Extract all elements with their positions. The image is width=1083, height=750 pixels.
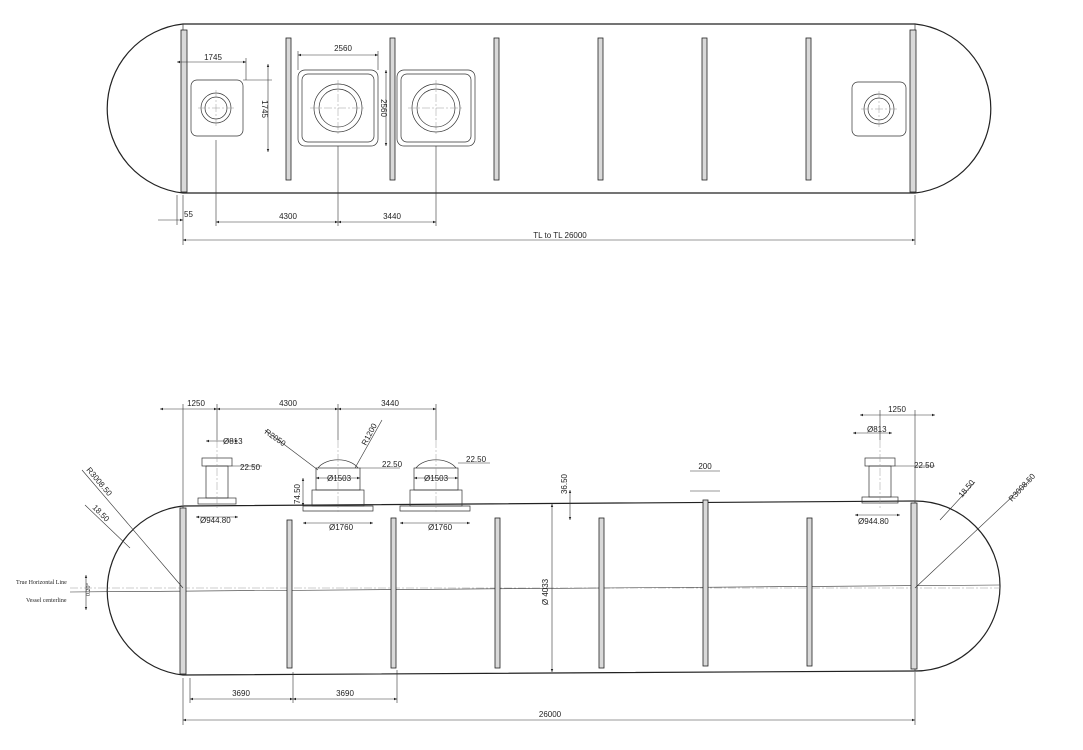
top-stiffener-ring <box>701 37 708 181</box>
top-manway-1 <box>297 69 379 147</box>
side-nozzle-right <box>861 440 899 508</box>
side-dim-nozzle-dia-right: Ø813 <box>867 425 887 434</box>
side-dim-tilt: 0.20° <box>85 583 92 597</box>
side-stiffener-ring <box>702 499 709 667</box>
true-horizontal-label: True Horizontal Line <box>16 580 67 586</box>
side-dim-thk-c: 22.50 <box>466 455 487 464</box>
side-dim-shell-dia: Ø 4033 <box>541 578 550 605</box>
side-dim-nozzle-dia-left: Ø813 <box>223 437 243 446</box>
top-dim-pad-width: 1745 <box>204 53 222 62</box>
side-dim-flange-dia-right: Ø944.80 <box>858 517 889 526</box>
top-dim-manway-height: 2560 <box>379 99 388 117</box>
top-nozzle-small-left <box>190 79 244 137</box>
top-vessel-outline <box>106 23 992 194</box>
top-dim-overall: TL to TL 26000 <box>533 231 587 240</box>
side-dim-head-radius-right: R3008.50 <box>1007 471 1038 503</box>
top-stiffener-ring <box>285 37 292 181</box>
side-dim-dome-dia-2: Ø1503 <box>424 474 449 483</box>
side-dim-overall: 26000 <box>539 710 562 719</box>
top-manway-2 <box>396 69 476 147</box>
vessel-centerline-label: Vessel centerline <box>26 598 67 604</box>
side-manway-2 <box>399 440 471 512</box>
side-dim-dome-dia-1: Ø1503 <box>327 474 352 483</box>
side-dim-height-74-50: 74.50 <box>293 483 302 504</box>
vessel-centerline <box>69 584 1001 593</box>
top-dim-manway-width: 2560 <box>334 44 352 53</box>
side-stiffener-ring <box>494 517 501 669</box>
top-dim-end-offset: 55 <box>184 210 193 219</box>
side-dim-stiff-200: 200 <box>698 462 712 471</box>
side-stiffener-ring <box>910 502 918 670</box>
side-stiffener-ring <box>179 507 187 675</box>
top-stiffener-rings <box>180 29 917 193</box>
side-dimensions: 1250 4300 3440 1250 Ø813 Ø813 22.50 22.5… <box>16 399 1038 725</box>
side-stiffener-ring <box>806 517 813 667</box>
top-stiffener-ring <box>389 37 396 181</box>
side-dim-bottom-3690-a: 3690 <box>232 689 250 698</box>
side-dim-thk-b: 22.50 <box>382 460 403 469</box>
top-stiffener-ring <box>909 29 917 193</box>
top-dimensions: 1745 1745 2560 2560 4300 3440 55 TL to T <box>158 44 916 245</box>
side-stiffener-ring <box>390 517 397 669</box>
side-stiffener-ring <box>286 519 293 669</box>
side-dim-shell-36-50: 36.50 <box>560 473 569 494</box>
side-dim-flange-dia-left: Ø944.80 <box>200 516 231 525</box>
top-stiffener-ring <box>597 37 604 181</box>
top-dim-pad-height: 1745 <box>260 100 269 118</box>
side-dim-3440: 3440 <box>381 399 399 408</box>
top-stiffener-ring <box>493 37 500 181</box>
side-nozzle-left <box>197 440 237 510</box>
side-dim-radius-1200: R1200 <box>360 421 379 447</box>
top-stiffener-ring <box>805 37 812 181</box>
side-dim-base-dia-1: Ø1760 <box>329 523 354 532</box>
side-dim-radius-2050: R2050 <box>263 427 288 448</box>
side-stiffener-rings <box>179 499 918 675</box>
side-stiffener-ring <box>598 517 605 669</box>
side-dim-thk-a: 22.50 <box>240 463 261 472</box>
side-dim-head-radius-left: R3008.50 <box>84 466 114 499</box>
top-stiffener-ring <box>180 29 188 193</box>
side-dim-4300: 4300 <box>279 399 297 408</box>
side-dim-thk-d: 22.50 <box>914 461 935 470</box>
side-dim-1250-right: 1250 <box>888 405 906 414</box>
side-dim-1250-left: 1250 <box>187 399 205 408</box>
top-nozzle-small-right <box>851 81 907 137</box>
side-dim-bottom-3690-b: 3690 <box>336 689 354 698</box>
side-dim-base-dia-2: Ø1760 <box>428 523 453 532</box>
side-dim-head-thk-right: 18.50 <box>957 478 977 500</box>
top-dim-offset-1: 4300 <box>279 212 297 221</box>
top-dim-offset-2: 3440 <box>383 212 401 221</box>
top-view: 1745 1745 2560 2560 4300 3440 55 TL to T <box>106 23 992 245</box>
side-view: 1250 4300 3440 1250 Ø813 Ø813 22.50 22.5… <box>16 399 1038 725</box>
